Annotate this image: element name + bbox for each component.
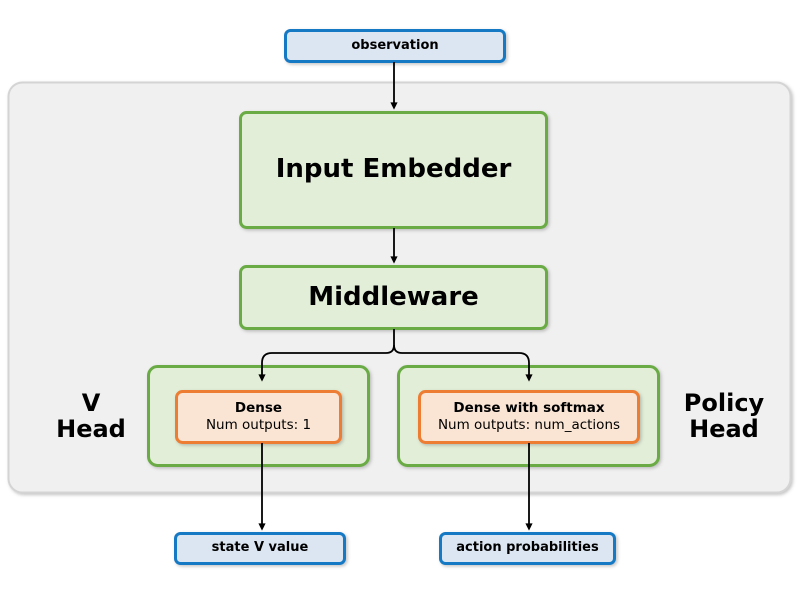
middleware-box[interactable] [239,265,548,330]
observation-box[interactable] [284,29,506,63]
state-v-value-box[interactable] [174,532,346,565]
branch-middleware-to-policy-head [393,344,533,382]
action-probabilities-box[interactable] [439,532,616,565]
input-embedder-box[interactable] [239,111,548,229]
branch-middleware-to-v-head [258,344,395,382]
v-head-dense-box[interactable] [175,390,342,444]
policy-head-dense-box[interactable] [418,390,640,444]
